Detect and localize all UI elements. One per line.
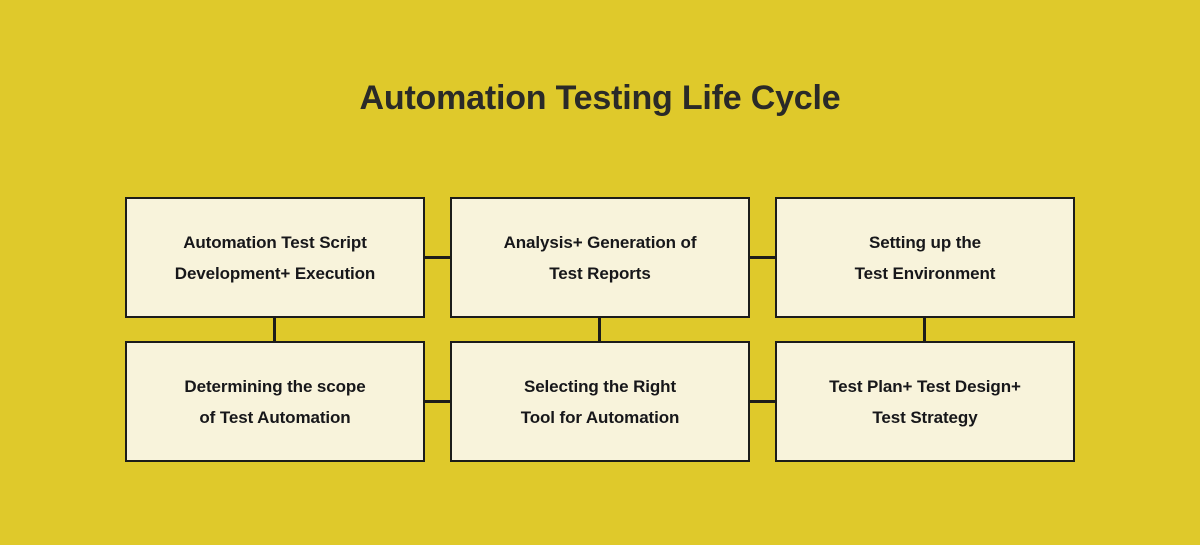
connector-col2-row1-row2 xyxy=(598,318,601,341)
flow-box-analysis-generation-of-test-reports[interactable]: Analysis+ Generation of Test Reports xyxy=(450,197,750,318)
flow-box-label: Automation Test Script Development+ Exec… xyxy=(174,232,376,283)
flow-box-label: Selecting the Right Tool for Automation xyxy=(520,376,680,427)
flow-box-automation-test-script-development-execution[interactable]: Automation Test Script Development+ Exec… xyxy=(125,197,425,318)
connector-col1-row1-row2 xyxy=(273,318,276,341)
flow-box-label: Setting up the Test Environment xyxy=(854,232,996,283)
flow-box-test-plan-test-design-test-strategy[interactable]: Test Plan+ Test Design+ Test Strategy xyxy=(775,341,1075,462)
page-title: Automation Testing Life Cycle xyxy=(359,79,841,117)
flow-box-label: Determining the scope of Test Automation xyxy=(184,376,366,427)
flow-box-label: Analysis+ Generation of Test Reports xyxy=(503,232,697,283)
flow-box-setting-up-the-test-environment[interactable]: Setting up the Test Environment xyxy=(775,197,1075,318)
flow-box-selecting-the-right-tool-for-automation[interactable]: Selecting the Right Tool for Automation xyxy=(450,341,750,462)
flow-box-determining-the-scope-of-test-automation[interactable]: Determining the scope of Test Automation xyxy=(125,341,425,462)
connector-row2-col2-col3 xyxy=(750,400,775,403)
connector-col3-row1-row2 xyxy=(923,318,926,341)
flow-box-label: Test Plan+ Test Design+ Test Strategy xyxy=(829,376,1021,427)
connector-row1-col1-col2 xyxy=(425,256,450,259)
connector-row2-col1-col2 xyxy=(425,400,450,403)
connector-row1-col2-col3 xyxy=(750,256,775,259)
